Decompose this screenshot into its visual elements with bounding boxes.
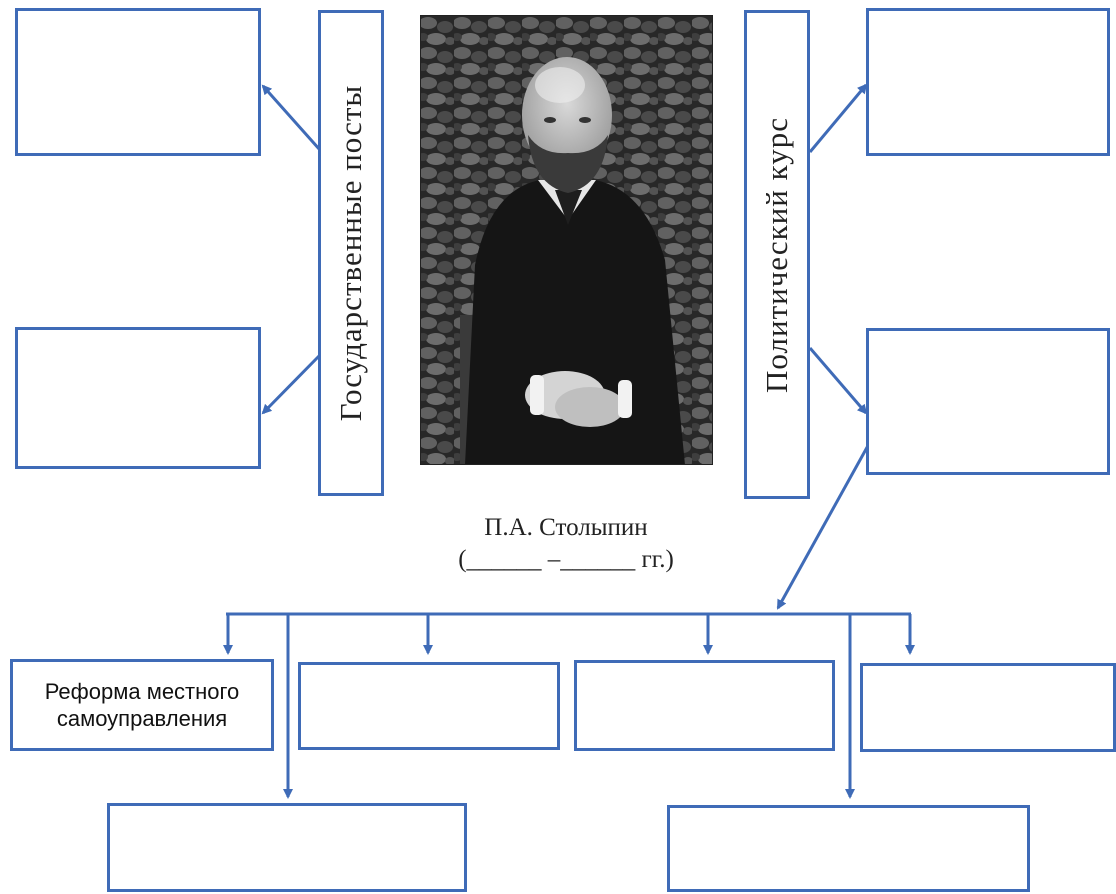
arrow-to-course-box-1 — [808, 83, 868, 153]
reform-box-5[interactable] — [107, 803, 467, 892]
life-years-field[interactable]: (______ –______ гг.) — [458, 546, 674, 573]
state-posts-label-box: Государственные посты — [318, 10, 384, 496]
political-course-label-box: Политический курс — [744, 10, 810, 499]
reform-box-3[interactable] — [574, 660, 835, 751]
reform-local-government-label: Реформа местного самоуправления — [44, 679, 240, 731]
political-course-label: Политический курс — [759, 116, 794, 393]
post-box-1[interactable] — [15, 8, 261, 156]
state-posts-label: Государственные посты — [333, 84, 368, 422]
course-box-1[interactable] — [866, 8, 1110, 156]
arrow-to-post-box-2 — [261, 353, 322, 415]
reform-box-6[interactable] — [667, 805, 1030, 892]
arrow-to-post-box-1 — [261, 84, 322, 151]
reform-box-local-government: Реформа местного самоуправления — [10, 659, 274, 751]
person-name: П.А. Столыпин — [484, 514, 648, 541]
post-box-2[interactable] — [15, 327, 261, 469]
portrait-photo-icon — [420, 15, 713, 465]
portrait-name-caption: П.А. Столыпин (______ –______ гг.) — [406, 512, 726, 576]
arrow-to-reform-bracket — [776, 441, 872, 610]
reform-box-4[interactable] — [860, 663, 1116, 752]
course-box-2[interactable] — [866, 328, 1110, 475]
arrow-to-course-box-2 — [808, 347, 868, 415]
reform-box-2[interactable] — [298, 662, 560, 750]
